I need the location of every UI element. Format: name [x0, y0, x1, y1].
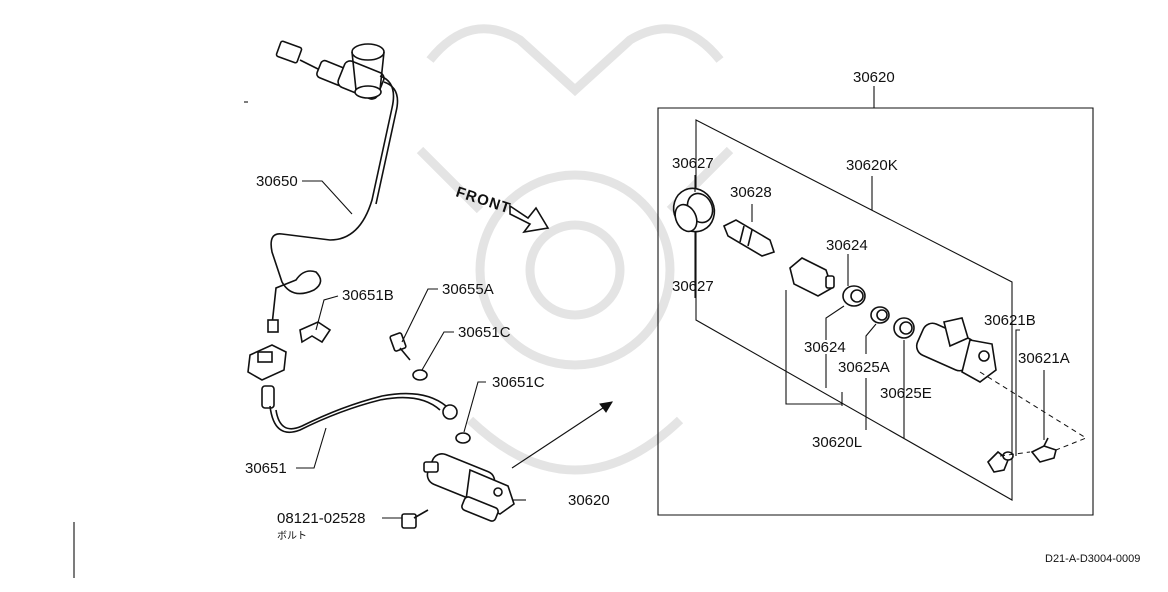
- bolt-30655A: [389, 332, 411, 361]
- label-30620K: 30620K: [846, 157, 898, 174]
- clutch-pipe-30650: [270, 75, 395, 326]
- label-30655A: 30655A: [442, 281, 494, 298]
- label-30624-bottom: 30624: [804, 339, 846, 356]
- diagram-code: D21-A-D3004-0009: [1045, 553, 1140, 565]
- label-08121-02528: 08121-02528: [277, 510, 365, 527]
- piston-30624: [789, 257, 835, 297]
- label-30650: 30650: [256, 173, 298, 190]
- bolt-08121-02528: [401, 509, 429, 529]
- label-30651C-1: 30651C: [458, 324, 511, 341]
- boot-30627: [672, 187, 716, 233]
- kit-outline: [695, 119, 1013, 501]
- label-30628: 30628: [730, 184, 772, 201]
- label-bolt-jp: ボルト: [277, 530, 307, 542]
- label-30651B: 30651B: [342, 287, 394, 304]
- label-30620-main: 30620: [568, 492, 610, 509]
- master-cylinder: [275, 40, 385, 100]
- pointer-arrow: [511, 401, 613, 469]
- label-30627-top: 30627: [672, 155, 714, 172]
- label-30651C-2: 30651C: [492, 374, 545, 391]
- front-arrow-icon: [509, 204, 550, 234]
- label-30621A: 30621A: [1018, 350, 1070, 367]
- bleeder-screw-30621A: [1030, 437, 1057, 463]
- label-30651: 30651: [245, 460, 287, 477]
- label-30620L: 30620L: [812, 434, 862, 451]
- label-30627-bottom: 30627: [672, 278, 714, 295]
- push-rod-30628: [722, 219, 776, 257]
- watermark-emblem: [416, 24, 734, 475]
- cylinder-body: [915, 317, 997, 383]
- label-30620-box: 30620: [853, 69, 895, 86]
- label-30625E: 30625E: [880, 385, 932, 402]
- clip-30651B: [299, 321, 332, 344]
- pipe-fitting: [267, 319, 279, 333]
- label-30621B: 30621B: [984, 312, 1036, 329]
- clutch-hose-30651: [261, 385, 458, 434]
- washer-30651C-1: [412, 369, 428, 381]
- label-front: FRONT: [454, 184, 513, 218]
- label-30625A: 30625A: [838, 359, 890, 376]
- label-30624-top: 30624: [826, 237, 868, 254]
- washer-30651C-2: [455, 432, 471, 444]
- outer-frame: [657, 107, 1094, 516]
- operating-cylinder: [423, 453, 515, 522]
